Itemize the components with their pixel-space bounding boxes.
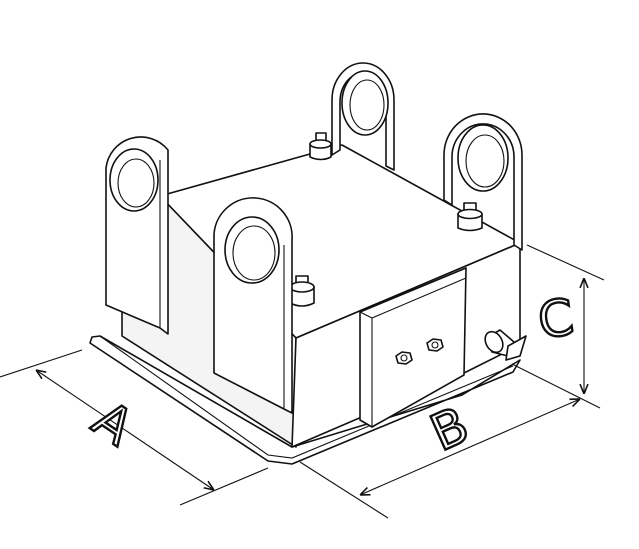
top-plug-front xyxy=(289,275,315,307)
dimension-c: C xyxy=(526,244,605,394)
hex-nut-right xyxy=(426,338,444,352)
lifting-lug-right xyxy=(443,113,523,251)
dimension-label-a: A xyxy=(83,390,144,457)
hex-nut-left xyxy=(395,351,413,365)
top-plug-center xyxy=(309,132,332,161)
lifting-lug-back xyxy=(331,62,395,171)
lifting-lug-front xyxy=(213,197,293,414)
top-plug-right xyxy=(457,202,483,232)
dimension-label-b: B xyxy=(422,396,477,463)
side-fitting xyxy=(484,329,527,361)
cover-plate xyxy=(359,267,467,428)
dimension-label-c: C xyxy=(535,288,578,350)
lifting-lug-left xyxy=(105,136,169,335)
